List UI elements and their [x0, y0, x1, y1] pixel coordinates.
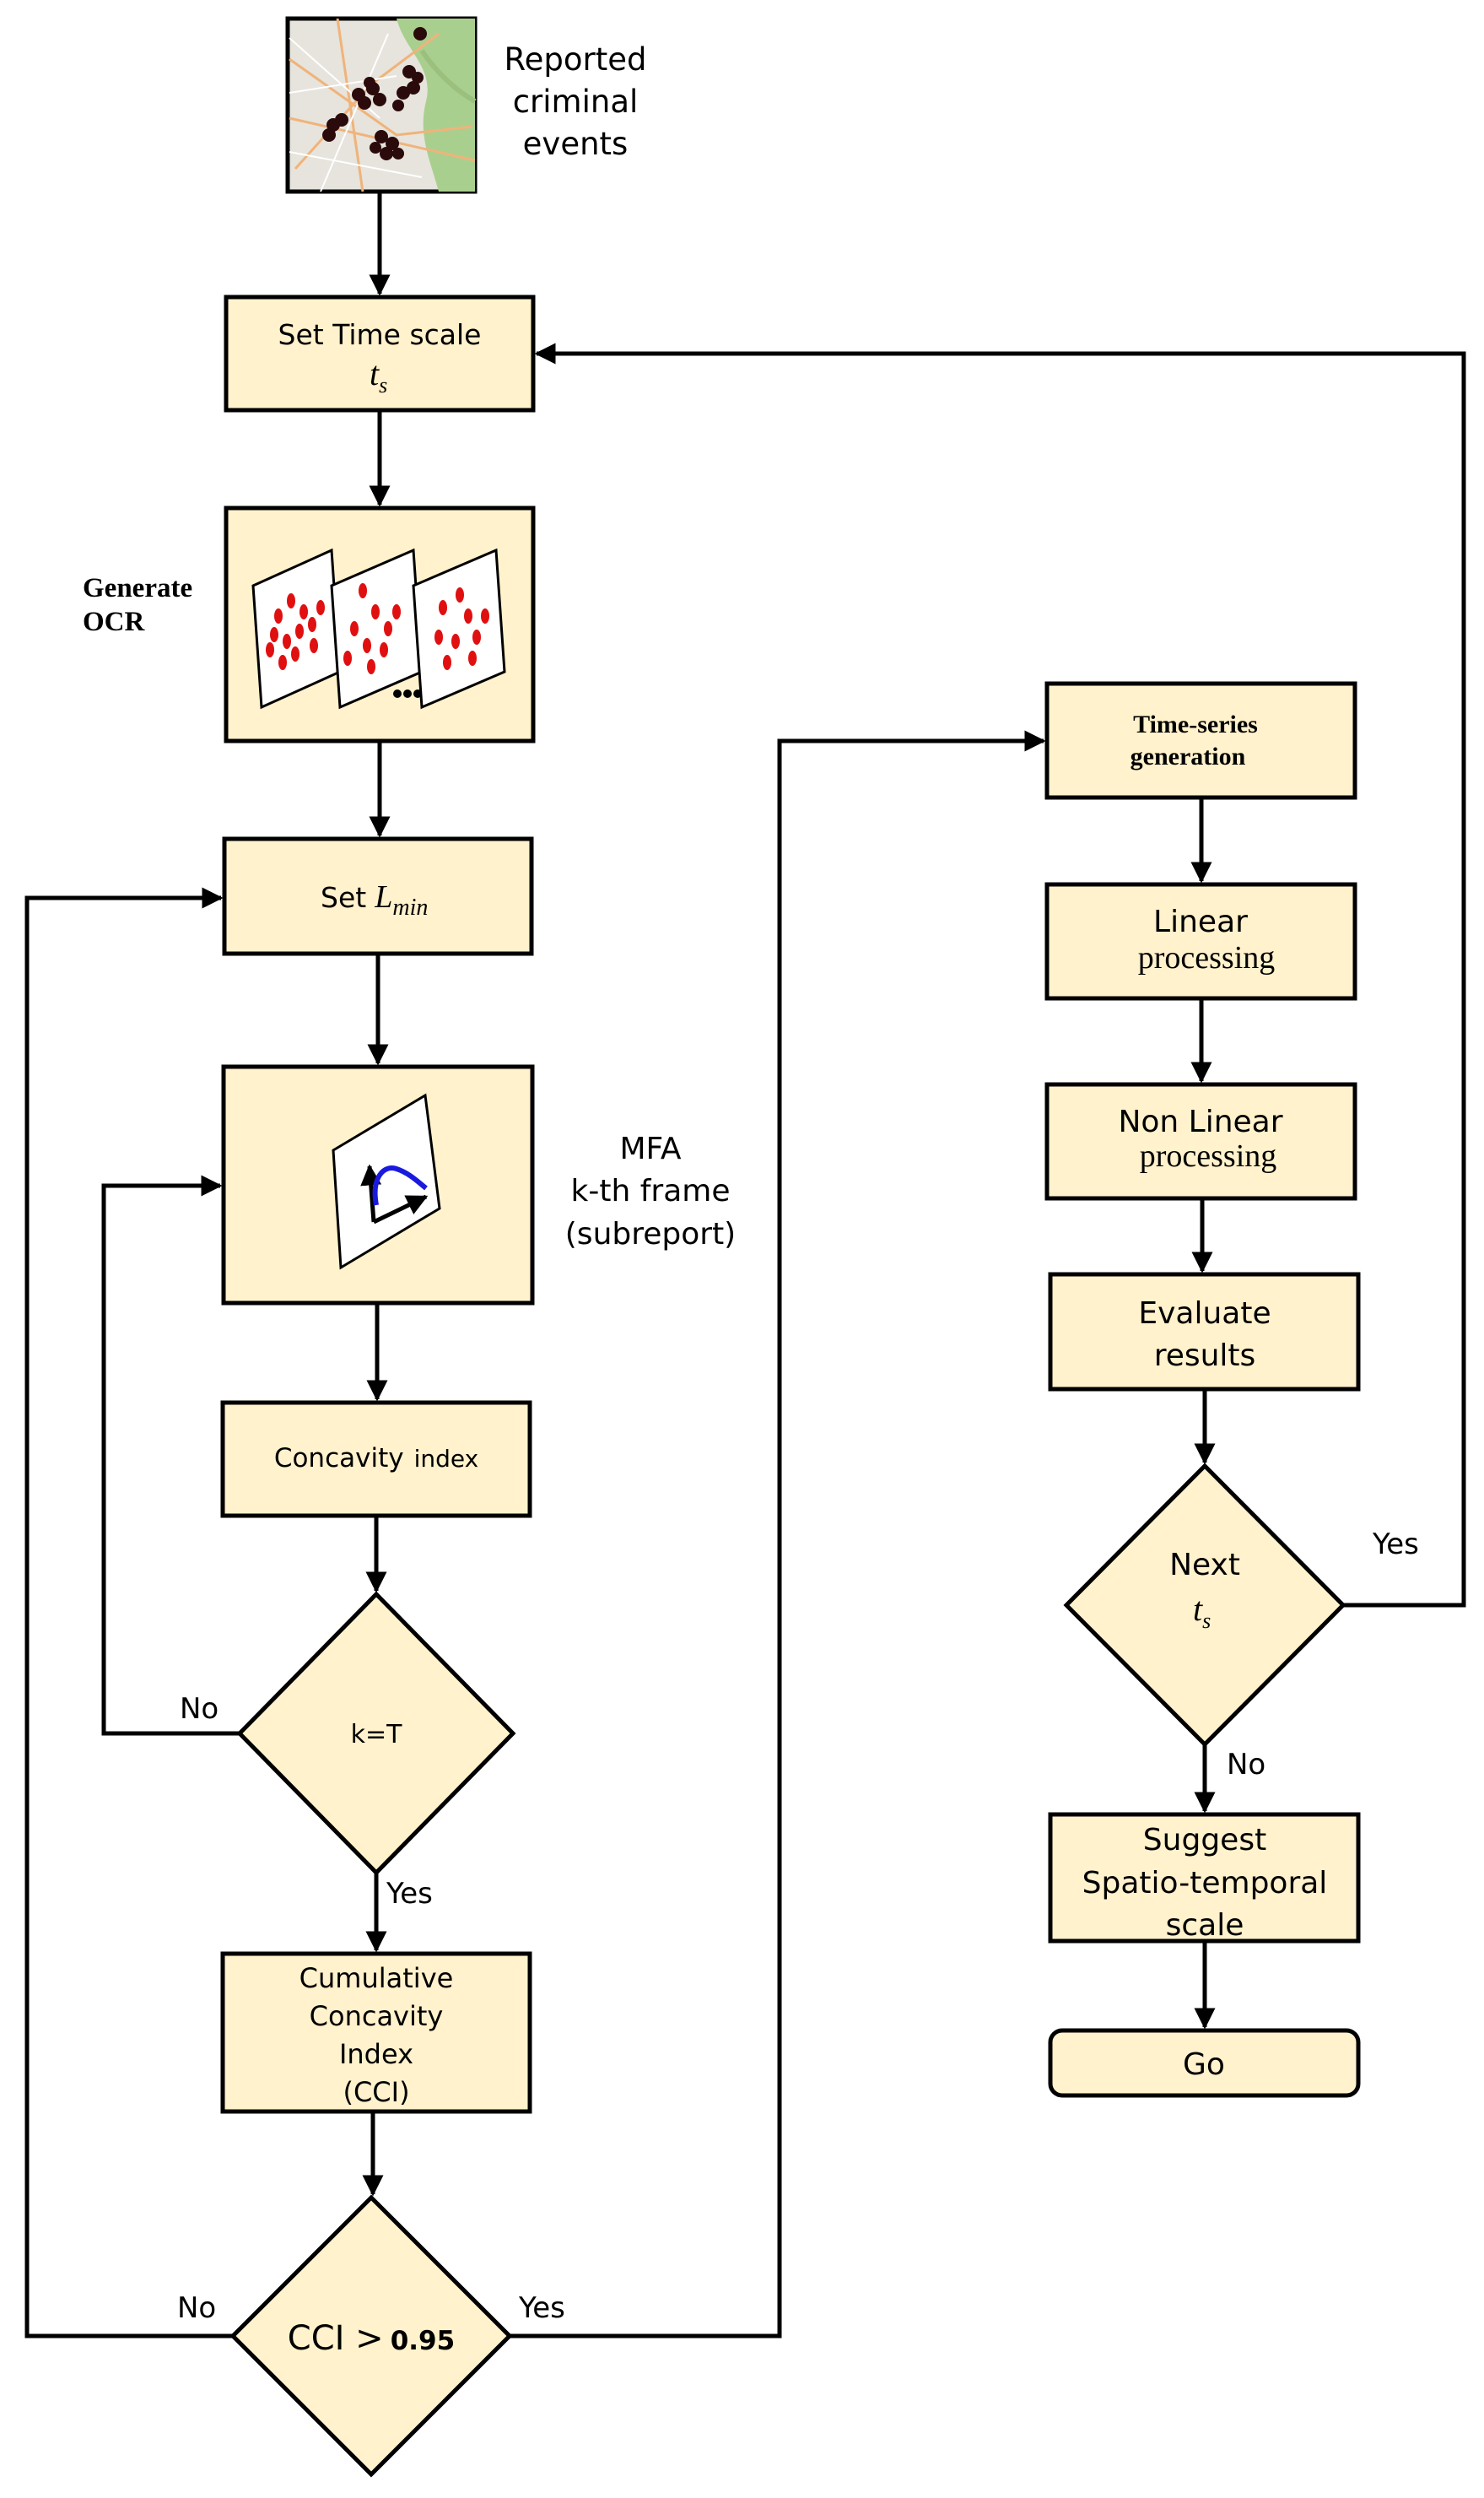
cci-threshold-label: CCI >0.95 — [288, 2319, 455, 2358]
cci-label-line4: (CCI) — [343, 2076, 409, 2108]
arrow-kt-no-loop — [101, 1175, 240, 1736]
non-linear-processing-box — [1044, 1082, 1357, 1201]
k-equals-t-label: k=T — [351, 1720, 403, 1749]
ts-symbol: ts — [370, 354, 387, 397]
non-linear-label-line2: processing — [1140, 1138, 1277, 1174]
mfa-label-line2: k-th frame — [571, 1174, 731, 1208]
arrow-cci-no-loop — [24, 887, 233, 2338]
suggest-label-line2: Spatio-temporal — [1082, 1866, 1328, 1901]
go-label: Go — [1183, 2047, 1225, 2082]
evaluate-results-box — [1048, 1272, 1361, 1392]
non-linear-label-line1: Non Linear — [1118, 1105, 1282, 1139]
cci-label-line3: Index — [339, 2038, 413, 2070]
cci-box — [220, 1951, 532, 2114]
decision-next-ts — [1063, 1463, 1346, 1748]
kt-no-label: No — [180, 1692, 219, 1726]
arrow-cci-yes — [510, 730, 1046, 2338]
next-label: Next — [1169, 1548, 1240, 1582]
linear-processing-box — [1044, 882, 1357, 1001]
cci-label-line2: Concavity — [310, 2000, 444, 2032]
cci-label-line1: Cumulative — [299, 1962, 454, 1994]
suggest-scale-box — [1048, 1812, 1361, 1944]
next-ts-symbol: ts — [1193, 1590, 1211, 1633]
time-series-label-line1: Time-series — [1133, 711, 1258, 738]
linear-label-line1: Linear — [1153, 905, 1248, 939]
linear-label-line2: processing — [1138, 940, 1276, 976]
reported-label-line2: criminal — [513, 84, 639, 120]
next-yes-label: Yes — [1372, 1527, 1419, 1561]
evaluate-label-line2: results — [1154, 1338, 1256, 1373]
mfa-label-line1: MFA — [619, 1132, 681, 1166]
set-time-scale-box — [224, 295, 536, 413]
reported-label-line3: events — [523, 126, 629, 162]
suggest-label-line1: Suggest — [1143, 1823, 1266, 1857]
mfa-label-line3: (subreport) — [565, 1217, 736, 1252]
concavity-index-box — [220, 1400, 532, 1518]
kt-yes-label: Yes — [386, 1877, 433, 1911]
spectrum-curve — [372, 1165, 428, 1206]
generate-ocr-label-line1: Generate — [83, 573, 192, 603]
time-series-generation-box — [1044, 681, 1357, 800]
generate-ocr-label-line2: OCR — [83, 607, 146, 637]
go-terminal — [1048, 2028, 1361, 2098]
reported-label-line1: Reported — [505, 41, 647, 78]
more-frames-ellipsis — [393, 689, 422, 698]
decision-cci-threshold — [229, 2194, 513, 2478]
evaluate-label-line1: Evaluate — [1138, 1296, 1271, 1331]
crime-map-thumbnail — [285, 16, 478, 194]
ocr-event-dots — [266, 583, 489, 674]
time-series-label-line2: generation — [1131, 743, 1246, 770]
suggest-label-line3: scale — [1166, 1908, 1244, 1943]
event-markers — [322, 27, 427, 160]
cci-yes-label: Yes — [518, 2291, 565, 2325]
set-time-scale-label: Set Time scale — [278, 318, 482, 351]
mfa-spectrum-illustration — [332, 1093, 441, 1270]
ocr-frames-illustration — [251, 548, 506, 710]
arrow-next-yes-loop — [534, 343, 1466, 1608]
next-no-label: No — [1227, 1748, 1265, 1782]
cci-no-label: No — [177, 2291, 216, 2325]
